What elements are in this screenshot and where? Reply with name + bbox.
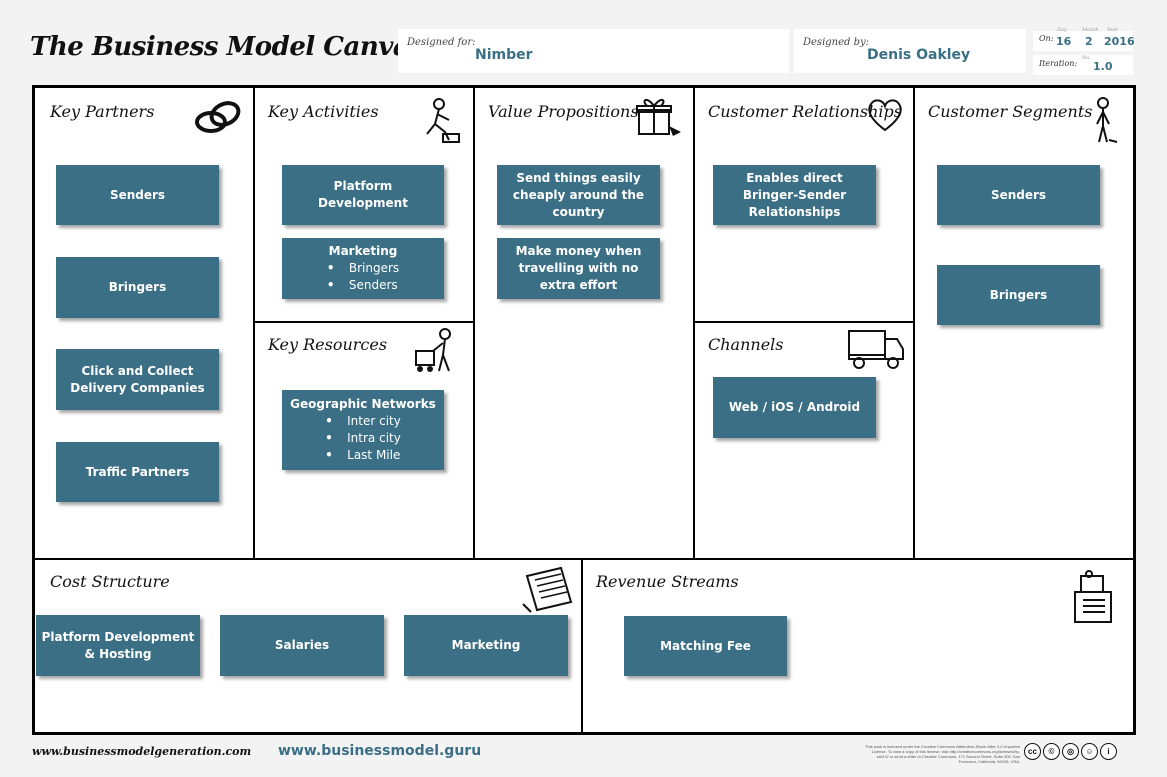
year-value: 2016 bbox=[1104, 35, 1135, 48]
license-text: This work is licensed under the Creative… bbox=[865, 744, 1020, 764]
gift-icon bbox=[633, 94, 683, 143]
note-ka-platform[interactable]: Platform Development bbox=[282, 165, 444, 225]
customer-relationships-title: Customer Relationships bbox=[708, 102, 902, 121]
key-resources-title: Key Resources bbox=[268, 335, 388, 354]
person-icon bbox=[1089, 96, 1119, 149]
key-resources-section: Key Resources Geographic Networks Inter … bbox=[253, 321, 475, 560]
value-propositions-section: Value Propositions Send things easily ch… bbox=[473, 88, 695, 560]
note-cost-salaries[interactable]: Salaries bbox=[220, 615, 384, 676]
chain-links-icon bbox=[193, 96, 245, 143]
designed-by-label: Designed by: bbox=[803, 37, 870, 48]
designed-for-value: Nimber bbox=[475, 47, 533, 63]
note-ka-marketing[interactable]: Marketing Bringers Senders bbox=[282, 238, 444, 299]
key-activities-title: Key Activities bbox=[268, 102, 379, 121]
month-value: 2 bbox=[1085, 35, 1093, 48]
business-model-canvas: Key Partners Senders Bringers Click and … bbox=[32, 85, 1136, 735]
designed-by-value: Denis Oakley bbox=[867, 47, 971, 63]
key-partners-section: Key Partners Senders Bringers Click and … bbox=[35, 88, 255, 560]
cc-icon: cc bbox=[1024, 743, 1041, 760]
list-item: Last Mile bbox=[325, 447, 401, 464]
note-ch-web[interactable]: Web / iOS / Android bbox=[713, 377, 876, 438]
revenue-streams-title: Revenue Streams bbox=[596, 572, 739, 591]
customer-relationships-section: Customer Relationships Enables direct Br… bbox=[693, 88, 915, 323]
cc-license-icons: cc © ◎ ☺ i bbox=[1024, 743, 1117, 760]
designed-for-label: Designed for: bbox=[407, 37, 476, 48]
iteration-box[interactable]: Iteration: No. 1.0 bbox=[1033, 55, 1133, 75]
note-cost-platform[interactable]: Platform Development & Hosting bbox=[36, 615, 200, 676]
designed-by-box[interactable]: Designed by: Denis Oakley bbox=[794, 29, 1026, 73]
cost-structure-section: Cost Structure Platform Development & Ho… bbox=[35, 558, 583, 732]
heart-icon bbox=[865, 96, 905, 139]
note-cr-enables[interactable]: Enables direct Bringer-Sender Relationsh… bbox=[713, 165, 876, 225]
designed-for-box[interactable]: Designed for: Nimber bbox=[398, 29, 789, 73]
cost-structure-title: Cost Structure bbox=[50, 572, 170, 591]
note-rev-matching[interactable]: Matching Fee bbox=[624, 616, 787, 676]
note-vp-money[interactable]: Make money when travelling with no extra… bbox=[497, 238, 660, 299]
note-kp-traffic[interactable]: Traffic Partners bbox=[56, 442, 219, 502]
share-alike-icon: ◎ bbox=[1062, 743, 1079, 760]
copyright-icon: © bbox=[1043, 743, 1060, 760]
channels-title: Channels bbox=[708, 335, 784, 354]
footer-website-left[interactable]: www.businessmodelgeneration.com bbox=[32, 745, 252, 758]
value-propositions-title: Value Propositions bbox=[488, 102, 639, 121]
worker-icon bbox=[419, 96, 463, 149]
note-cs-senders[interactable]: Senders bbox=[937, 165, 1100, 225]
on-label: On: bbox=[1039, 34, 1054, 43]
revenue-streams-section: Revenue Streams Matching Fee bbox=[581, 558, 1133, 732]
ka-marketing-list: Bringers Senders bbox=[327, 260, 399, 294]
note-kp-bringers[interactable]: Bringers bbox=[56, 257, 219, 318]
day-value: 16 bbox=[1056, 35, 1072, 48]
list-item: Intra city bbox=[325, 430, 401, 447]
note-kp-click-collect[interactable]: Click and Collect Delivery Companies bbox=[56, 349, 219, 410]
kr-geo-list: Inter city Intra city Last Mile bbox=[325, 413, 401, 464]
list-item: Bringers bbox=[327, 260, 399, 277]
channels-section: Channels Web / iOS / Android bbox=[693, 321, 915, 560]
customer-segments-title: Customer Segments bbox=[928, 102, 1093, 121]
note-kr-geo[interactable]: Geographic Networks Inter city Intra cit… bbox=[282, 390, 444, 470]
note-kr-geo-title: Geographic Networks bbox=[290, 397, 436, 411]
date-box[interactable]: On: Day Month Year 16 2 2016 bbox=[1033, 27, 1135, 51]
customer-segments-section: Customer Segments Senders Bringers bbox=[913, 88, 1133, 560]
iteration-value: 1.0 bbox=[1093, 60, 1113, 73]
iteration-label: Iteration: bbox=[1039, 59, 1078, 68]
note-cs-bringers[interactable]: Bringers bbox=[937, 265, 1100, 325]
note-ka-marketing-title: Marketing bbox=[328, 244, 398, 258]
day-label: Day bbox=[1057, 27, 1067, 33]
receipt-icon bbox=[521, 566, 575, 619]
truck-icon bbox=[847, 327, 905, 376]
key-partners-title: Key Partners bbox=[50, 102, 155, 121]
note-kp-senders[interactable]: Senders bbox=[56, 165, 219, 225]
note-vp-send[interactable]: Send things easily cheaply around the co… bbox=[497, 165, 660, 225]
month-label: Month bbox=[1082, 27, 1099, 33]
list-item: Senders bbox=[327, 277, 399, 294]
list-item: Inter city bbox=[325, 413, 401, 430]
page-title: The Business Model Canvas bbox=[30, 32, 424, 62]
key-activities-section: Key Activities Platform Development Mark… bbox=[253, 88, 475, 323]
cash-register-icon bbox=[1069, 568, 1117, 633]
note-cost-marketing[interactable]: Marketing bbox=[404, 615, 568, 676]
person-with-cart-icon bbox=[413, 327, 463, 382]
attribution-person-icon: ☺ bbox=[1081, 743, 1098, 760]
year-label: Year bbox=[1107, 27, 1119, 33]
info-icon: i bbox=[1100, 743, 1117, 760]
footer-website-mid[interactable]: www.businessmodel.guru bbox=[278, 743, 482, 759]
iteration-no-label: No. bbox=[1082, 55, 1091, 61]
